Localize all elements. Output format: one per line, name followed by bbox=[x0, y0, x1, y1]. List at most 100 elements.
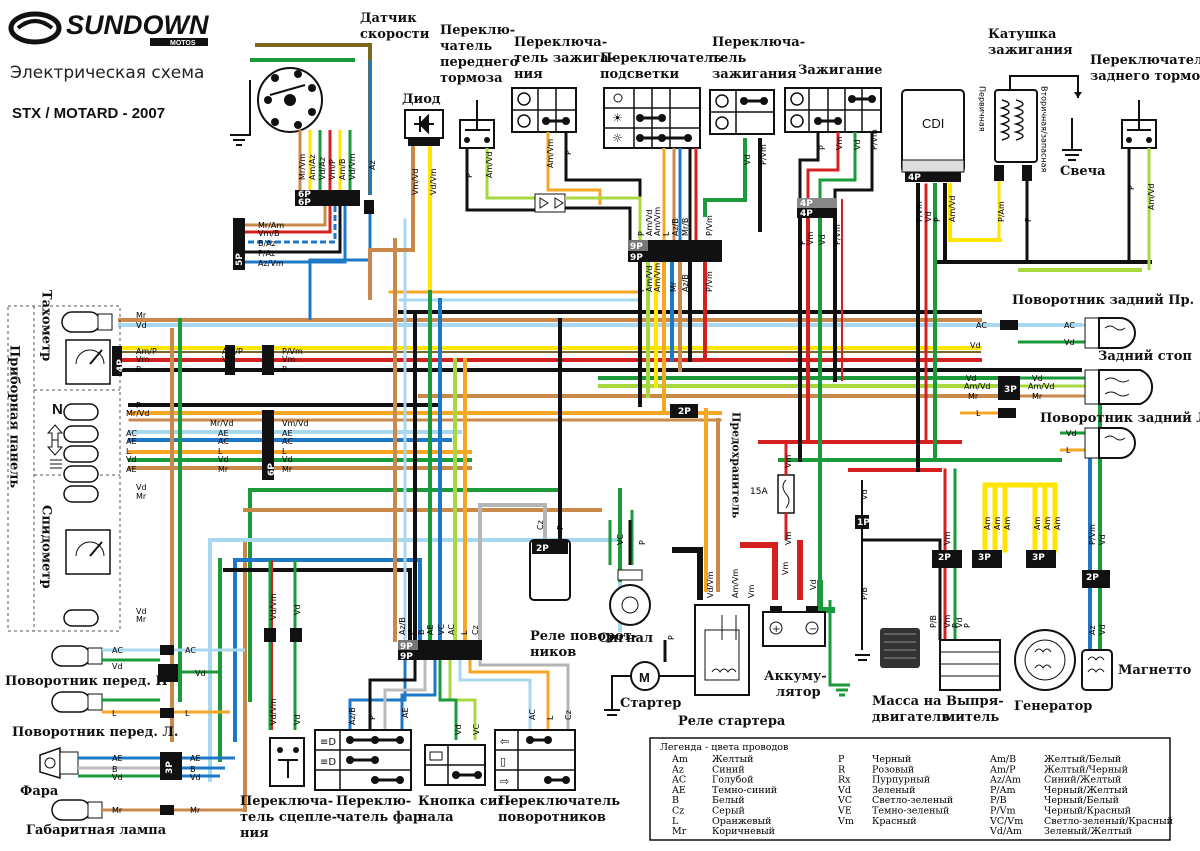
wire-label: Mr/Am bbox=[258, 221, 284, 230]
wire-label: Vd bbox=[293, 714, 302, 725]
legend-code: Az/Am bbox=[989, 775, 1021, 786]
wire-label: P/Vm bbox=[705, 215, 714, 236]
svg-text:M: M bbox=[639, 670, 650, 685]
legend-color-name: Черный/Белый bbox=[1044, 795, 1119, 806]
legend-code: P/Am bbox=[990, 785, 1015, 796]
wire-label: Mr bbox=[136, 492, 147, 501]
svg-text:≡D: ≡D bbox=[320, 757, 336, 768]
wire-label: Cz bbox=[536, 520, 545, 530]
wire-label: Vm/Vd bbox=[282, 419, 309, 428]
engine-ground-label-1: Масса на bbox=[872, 694, 942, 709]
svg-text:−: − bbox=[809, 624, 817, 635]
wire-label: Mr bbox=[968, 392, 979, 401]
wire-label: Vd bbox=[282, 455, 293, 464]
wire-label: Am bbox=[983, 517, 992, 530]
wire-label: Mr/B bbox=[681, 218, 690, 236]
wire-label: P bbox=[951, 623, 960, 628]
wire-label: Az bbox=[368, 160, 377, 170]
wire-label: AC bbox=[185, 646, 196, 655]
wire-label: Az bbox=[1088, 625, 1097, 635]
connector-3p: 3P bbox=[978, 553, 991, 563]
wire-label: Az/B bbox=[348, 707, 357, 725]
wire-label: Az/B bbox=[671, 218, 680, 236]
legend-color-name: Светло-зеленый bbox=[872, 795, 953, 806]
wire-label: L bbox=[218, 447, 223, 456]
wire-label: Vd bbox=[970, 341, 981, 350]
wire-label: B bbox=[190, 765, 196, 774]
wire-label: Am bbox=[1033, 517, 1042, 530]
wire-label: P/Vm bbox=[705, 271, 714, 292]
brand-name: SUNDOWN bbox=[66, 10, 209, 40]
wire-label: Am/Az bbox=[308, 154, 317, 180]
battery-label-2: лятор bbox=[776, 685, 821, 700]
wire-label: Vd bbox=[195, 669, 206, 678]
front-brake-label-1: Переклю- bbox=[440, 23, 515, 38]
wire-label: P/Am bbox=[997, 201, 1006, 222]
legend-color-name: Светло-зеленый/Красный bbox=[1044, 816, 1173, 827]
wire-label: Vm/Vd bbox=[411, 168, 420, 195]
light-switch-label-2: подсветки bbox=[600, 67, 680, 82]
wire-label: Mr bbox=[190, 806, 201, 815]
wire-label: Am/Vd bbox=[964, 382, 991, 391]
wire-label: Am/Vd bbox=[1028, 382, 1055, 391]
rectifier-label-1: Выпря- bbox=[946, 694, 1004, 709]
generator bbox=[1014, 629, 1076, 691]
wire-label: Am bbox=[1043, 517, 1052, 530]
wire-label: P bbox=[564, 150, 573, 155]
legend-color-name: Серый bbox=[712, 806, 745, 817]
wire-label: P bbox=[556, 525, 565, 530]
wire-label: AE bbox=[426, 624, 435, 635]
wire-label: P/B bbox=[860, 587, 869, 600]
wire-label: VC bbox=[616, 534, 625, 545]
wire-label: P bbox=[136, 365, 141, 374]
wire-label: Vm bbox=[806, 232, 815, 245]
wire-label: Vd bbox=[743, 154, 752, 165]
wire-label: B bbox=[417, 630, 426, 636]
legend-code: Az bbox=[671, 764, 684, 775]
connector-6p: 6P bbox=[298, 190, 311, 200]
legend-color-name: Темно-синий bbox=[712, 785, 777, 796]
wire-label: Mr bbox=[136, 615, 147, 624]
legend-code: VC bbox=[837, 795, 852, 806]
wire-label: Am/Vd bbox=[1147, 183, 1156, 210]
wire-label: Mr/Vm bbox=[298, 154, 307, 180]
connector-6p: 6P bbox=[298, 198, 311, 208]
legend-color-name: Синий/Желтый bbox=[1044, 775, 1121, 786]
connector-2p-middle bbox=[670, 404, 698, 418]
wire-label: AE bbox=[190, 754, 201, 763]
coil-secondary-label: Вторичная/запасная bbox=[1040, 86, 1049, 173]
wire-label: L bbox=[126, 447, 131, 456]
ignition-switch-2-label-2: тель bbox=[712, 51, 746, 66]
horn-button-label-1: Кнопка сиг- bbox=[418, 794, 511, 809]
legend-color-name: Красный bbox=[872, 816, 917, 827]
wire-label: Vd bbox=[454, 724, 463, 735]
wire-label: AC bbox=[447, 624, 456, 635]
wire-label: AC bbox=[126, 429, 137, 438]
wire-label: AE bbox=[112, 754, 123, 763]
generator-label: Генератор bbox=[1014, 699, 1092, 714]
wire-label: Mr bbox=[669, 281, 678, 292]
wire-label: P bbox=[667, 635, 676, 640]
legend-code: P/B bbox=[990, 795, 1007, 806]
svg-text:⇨: ⇨ bbox=[500, 775, 509, 788]
svg-text:⇦: ⇦ bbox=[500, 735, 509, 748]
wire-label: Vd bbox=[293, 604, 302, 615]
wire-label: Vm bbox=[136, 355, 149, 364]
front-turn-right-label: Поворотник перед. П bbox=[5, 674, 168, 689]
connector-2p: 2P bbox=[938, 553, 951, 563]
wire-label: P/B bbox=[929, 615, 938, 628]
wire-label: Mr/Vd bbox=[210, 419, 233, 428]
tachometer-label: Тахометр bbox=[39, 290, 54, 361]
diode-label: Диод bbox=[402, 92, 441, 107]
wire-label: Vd bbox=[1066, 429, 1077, 438]
legend-code: Mr bbox=[672, 826, 687, 837]
